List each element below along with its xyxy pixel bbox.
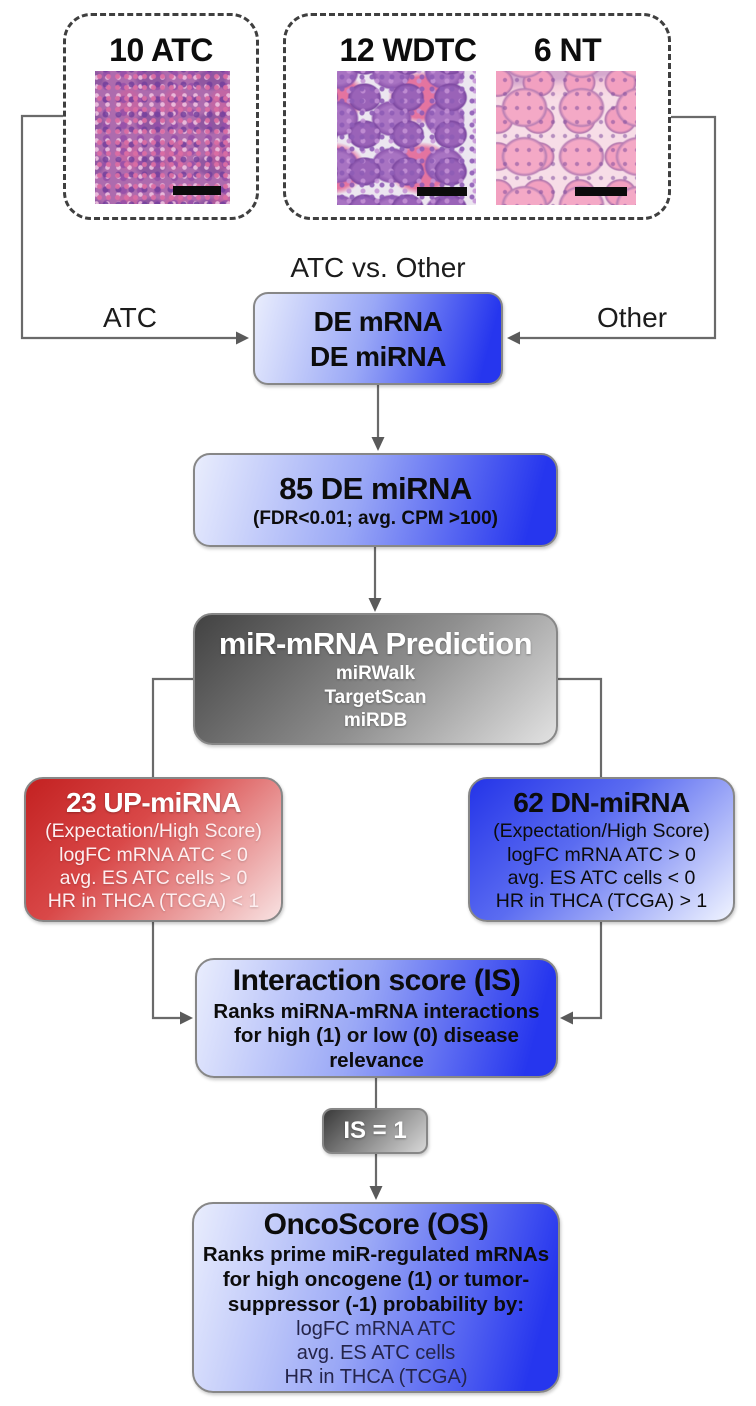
- oncoscore-description-line: for high oncogene (1) or tumor-: [222, 1267, 530, 1291]
- atc-histology-image: [95, 71, 230, 204]
- arrowhead-left-icon: [507, 331, 520, 345]
- prediction-tool: miRDB: [343, 710, 408, 732]
- is-filter-box: IS = 1: [322, 1108, 428, 1154]
- comparison-label: ATC vs. Other: [290, 252, 466, 283]
- up-mirna-title: 23 UP-miRNA: [66, 787, 241, 819]
- scale-bar: [173, 186, 221, 195]
- atc-flow-label: ATC: [103, 302, 157, 333]
- dn-mirna-criterion: HR in THCA (TCGA) > 1: [495, 890, 708, 913]
- oncoscore-description-line: suppressor (-1) probability by:: [227, 1292, 525, 1316]
- interaction-description-line: for high (1) or low (0) disease: [234, 1024, 519, 1048]
- interaction-title: Interaction score (IS): [232, 964, 521, 998]
- scale-bar: [575, 187, 627, 196]
- oncoscore-criterion: HR in THCA (TCGA): [284, 1366, 468, 1389]
- de-mirna-box: 85 DE miRNA (FDR<0.01; avg. CPM >100): [193, 453, 558, 547]
- up-mirna-criterion: (Expectation/High Score): [45, 820, 262, 843]
- dn-mirna-box: 62 DN-miRNA (Expectation/High Score) log…: [468, 777, 735, 922]
- interaction-box: Interaction score (IS) Ranks miRNA-mRNA …: [195, 958, 558, 1078]
- prediction-tool: miRWalk: [335, 662, 416, 684]
- nt-histology-image: [496, 71, 636, 205]
- up-mirna-box: 23 UP-miRNA (Expectation/High Score) log…: [24, 777, 283, 922]
- prediction-tool: TargetScan: [324, 686, 427, 708]
- connector-line-atc: [20, 114, 237, 340]
- arrowhead-down-icon: [368, 598, 382, 612]
- dn-mirna-criterion: (Expectation/High Score): [493, 820, 710, 843]
- arrowhead-left-icon: [560, 1011, 573, 1025]
- de-box-line: DE miRNA: [309, 340, 447, 372]
- oncoscore-criterion: avg. ES ATC cells: [296, 1342, 456, 1365]
- up-mirna-criterion: HR in THCA (TCGA) < 1: [47, 890, 260, 913]
- oncoscore-box: OncoScore (OS) Ranks prime miR-regulated…: [192, 1202, 560, 1393]
- arrowhead-right-icon: [236, 331, 249, 345]
- oncoscore-description-line: Ranks prime miR-regulated mRNAs: [202, 1243, 550, 1267]
- oncoscore-title: OncoScore (OS): [263, 1207, 489, 1241]
- connector-line-other: [519, 115, 717, 340]
- prediction-title: miR-mRNA Prediction: [218, 625, 533, 661]
- oncoscore-criterion: logFC mRNA ATC: [296, 1318, 456, 1341]
- wdtc-histology-image: [337, 71, 476, 205]
- atc-cohort-group: 10 ATC: [63, 13, 259, 220]
- interaction-description-line: Ranks miRNA-mRNA interactions: [213, 999, 540, 1023]
- arrowhead-down-icon: [369, 1186, 383, 1200]
- atc-cohort-label: 10 ATC: [109, 32, 213, 68]
- up-mirna-criterion: avg. ES ATC cells > 0: [59, 867, 248, 889]
- prediction-box: miR-mRNA Prediction miRWalk TargetScan m…: [193, 613, 558, 745]
- arrowhead-down-icon: [371, 437, 385, 451]
- other-flow-label: Other: [596, 302, 668, 333]
- dn-mirna-criterion: logFC mRNA ATC > 0: [507, 843, 696, 866]
- is-filter-label: IS = 1: [343, 1117, 407, 1144]
- de-mirna-subtitle: (FDR<0.01; avg. CPM >100): [253, 507, 498, 529]
- dn-mirna-criterion: avg. ES ATC cells < 0: [507, 867, 696, 889]
- scale-bar: [417, 187, 467, 196]
- de-box: DE mRNA DE miRNA: [253, 292, 503, 385]
- up-mirna-criterion: logFC mRNA ATC < 0: [59, 843, 248, 866]
- interaction-description-line: relevance: [329, 1049, 424, 1073]
- de-box-line: DE mRNA: [313, 305, 443, 337]
- de-mirna-title: 85 DE miRNA: [279, 470, 472, 506]
- dn-mirna-title: 62 DN-miRNA: [513, 787, 690, 819]
- nt-cohort-label: 6 NT: [533, 32, 602, 68]
- wdtc-cohort-label: 12 WDTC: [339, 32, 477, 68]
- arrowhead-right-icon: [180, 1011, 193, 1025]
- other-cohort-group: 12 WDTC 6 NT: [283, 13, 671, 220]
